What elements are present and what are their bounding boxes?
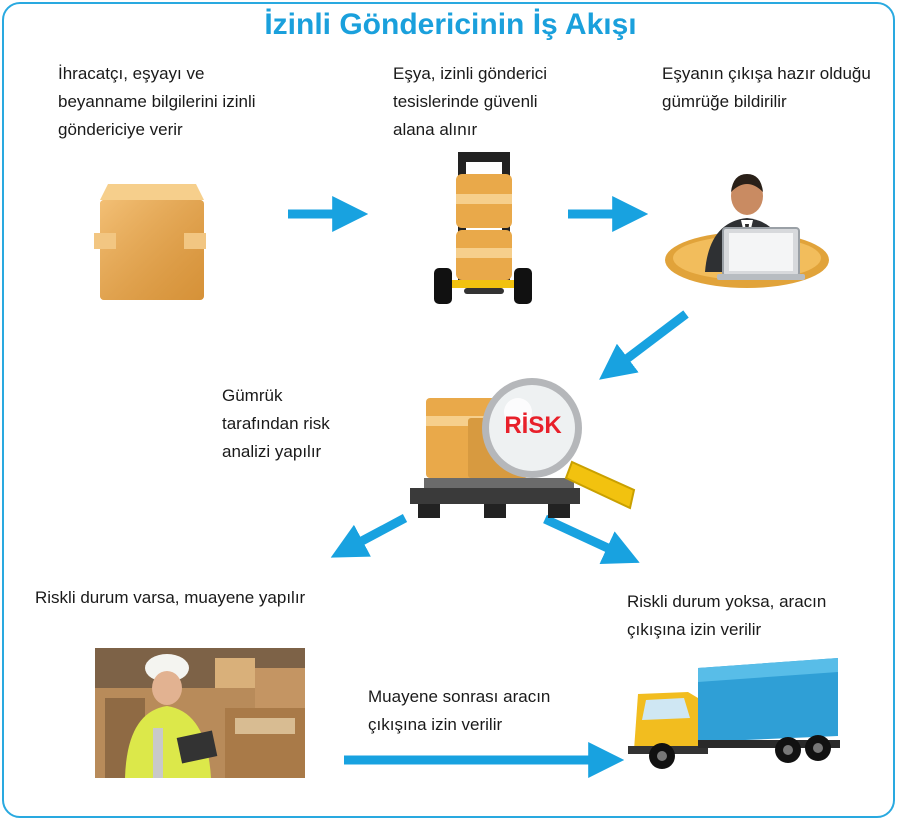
- step-after-inspection-text: Muayene sonrası aracın çıkışına izin ver…: [368, 687, 551, 734]
- risk-magnifier-icon: [410, 378, 636, 518]
- step-notify-text: Eşyanın çıkışa hazır olduğu gümrüğe bild…: [662, 64, 871, 111]
- operator-laptop-icon: [665, 174, 829, 288]
- step-risky-text: Riskli durum varsa, muayene yapılır: [35, 588, 306, 607]
- truck-icon: [628, 658, 840, 769]
- step-not-risky-text: Riskli durum yoksa, aracın çıkışına izin…: [627, 592, 827, 639]
- hand-truck-icon: [434, 152, 532, 304]
- inspector-photo: [95, 648, 305, 778]
- step-risk-analysis-text: Gümrük tarafından risk analizi yapılır: [222, 386, 330, 461]
- diagram-title: İzinli Göndericinin İş Akışı: [264, 8, 637, 41]
- arrow-risk-to-inspection: [330, 514, 408, 558]
- step-secure-area-text: Eşya, izinli gönderici tesislerinde güve…: [393, 64, 548, 139]
- step-exporter-text: İhracatçı, eşyayı ve beyanname bilgileri…: [58, 64, 256, 139]
- arrow-risk-to-release: [543, 514, 640, 565]
- arrow-notify-to-risk: [599, 310, 689, 380]
- risk-label: RİSK: [504, 412, 562, 439]
- cardboard-box-icon: [94, 184, 206, 300]
